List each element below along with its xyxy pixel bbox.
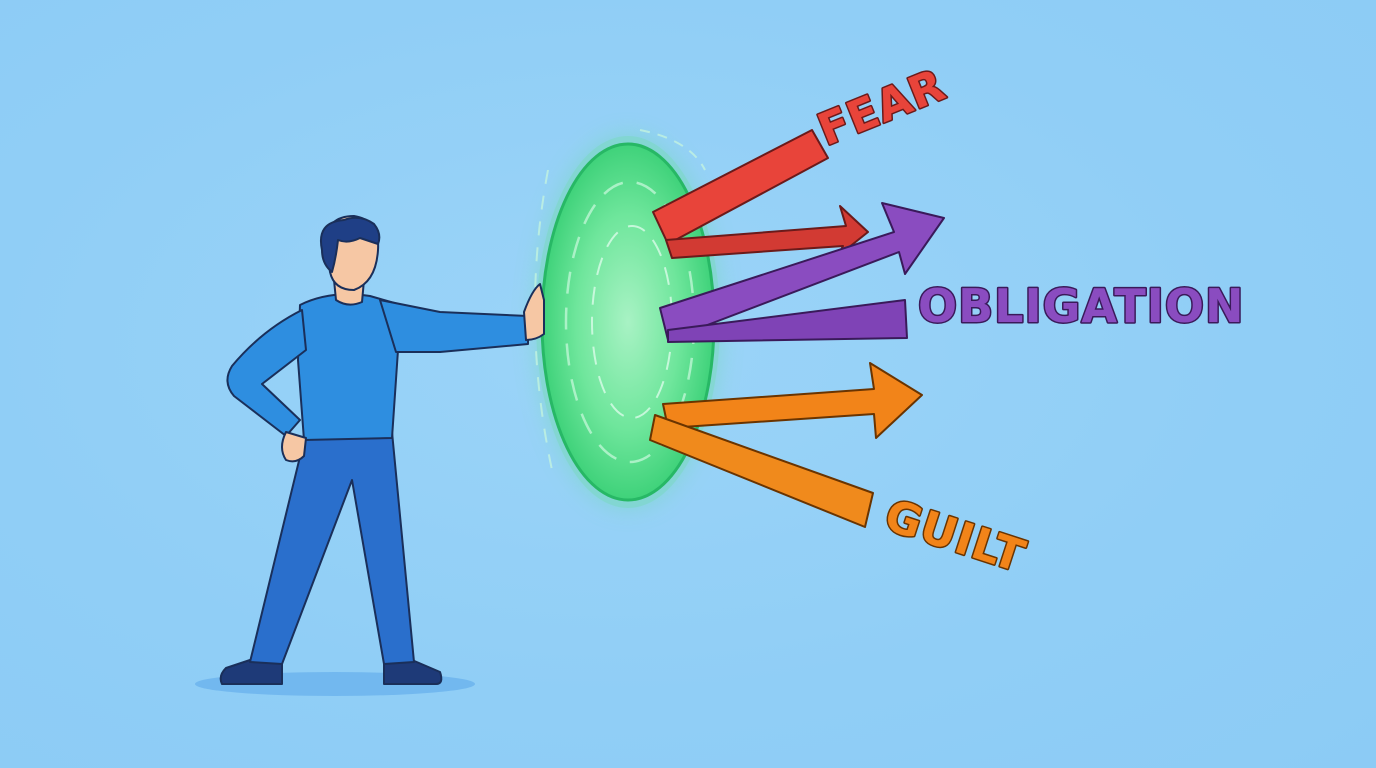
pants xyxy=(249,431,415,665)
obligation-arrow-lower xyxy=(667,299,908,343)
extended-arm xyxy=(379,299,529,353)
guilt-arrow-upper xyxy=(662,362,923,439)
hair xyxy=(320,216,381,273)
person-pushing-icon xyxy=(219,215,545,685)
fear-arrow-upper xyxy=(652,129,829,245)
shirt xyxy=(297,293,399,441)
bent-arm xyxy=(226,309,307,437)
fear-arrows xyxy=(652,129,869,259)
guilt-label: GUILT xyxy=(879,490,1032,583)
hip-hand xyxy=(281,431,307,463)
right-shoe xyxy=(383,659,443,685)
guilt-arrows xyxy=(649,362,923,528)
fear-arrow-lower xyxy=(665,205,869,259)
obligation-label: OBLIGATION xyxy=(918,279,1244,333)
obligation-arrows xyxy=(659,202,945,343)
left-shoe xyxy=(219,659,283,685)
pushing-hand xyxy=(523,283,545,341)
guilt-arrow-lower xyxy=(649,414,874,528)
fear-label: FEAR xyxy=(811,59,953,156)
